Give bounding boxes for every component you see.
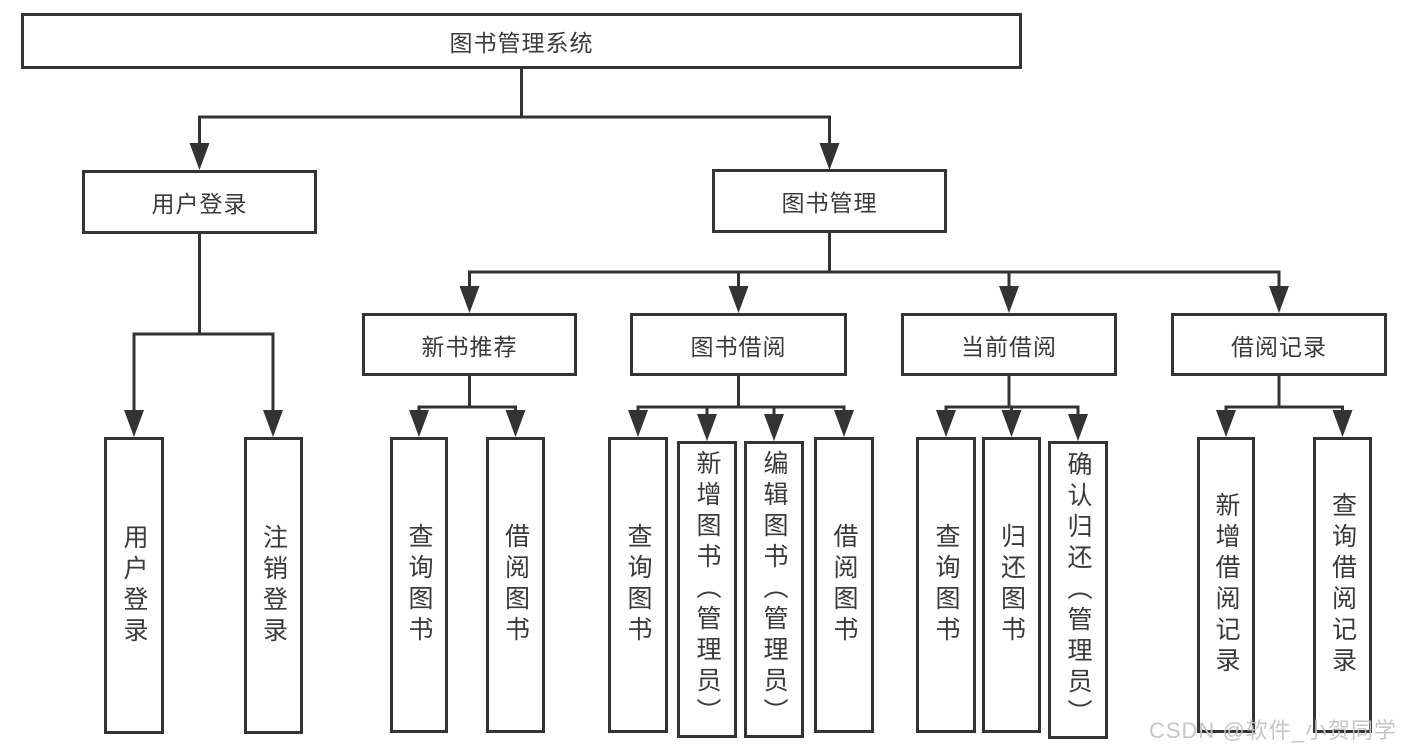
leaf-query-books-1-label: 查询图书 xyxy=(405,523,433,647)
connector-currentborrow-to-leaves xyxy=(944,376,1080,414)
connector-borrowrecord-to-leaves xyxy=(1224,376,1344,414)
leaf-add-borrow-record: 新增借阅记录 xyxy=(1197,437,1255,733)
arrowheads xyxy=(124,143,1353,441)
leaf-borrow-books-1-label: 借阅图书 xyxy=(501,523,530,647)
leaf-query-borrow-record-label: 查询借阅记录 xyxy=(1328,492,1357,678)
leaf-confirm-return-admin: 确认归还（管理员） xyxy=(1048,441,1108,739)
leaf-add-book-admin: 新增图书（管理员） xyxy=(677,441,737,738)
connector-bookborrow-to-leaves xyxy=(636,376,846,418)
leaf-query-books-2: 查询图书 xyxy=(608,437,668,733)
leaf-borrow-books-1: 借阅图书 xyxy=(486,437,545,733)
node-book-borrowing-label: 图书借阅 xyxy=(690,333,787,360)
leaf-user-login: 用户登录 xyxy=(104,437,164,734)
leaf-query-books-2-label: 查询图书 xyxy=(624,523,652,647)
node-root-label: 图书管理系统 xyxy=(449,30,594,56)
leaf-query-books-3-label: 查询图书 xyxy=(932,523,960,647)
leaf-edit-book-admin: 编辑图书（管理员） xyxy=(744,441,804,738)
node-user-login-module: 用户登录 xyxy=(82,170,317,234)
node-new-book-recommend-label: 新书推荐 xyxy=(421,333,518,360)
csdn-watermark: CSDN @软件_小贺同学 xyxy=(1148,718,1397,743)
node-user-login-label: 用户登录 xyxy=(151,191,248,217)
node-current-borrowing-label: 当前借阅 xyxy=(961,333,1057,360)
leaf-confirm-return-admin-label: 确认归还（管理员） xyxy=(1064,450,1092,730)
leaf-query-borrow-record: 查询借阅记录 xyxy=(1313,437,1372,733)
leaf-borrow-books-2-label: 借阅图书 xyxy=(830,523,858,647)
node-root-system: 图书管理系统 xyxy=(21,13,1022,69)
node-book-borrowing: 图书借阅 xyxy=(630,313,847,376)
node-borrowing-records: 借阅记录 xyxy=(1171,313,1387,376)
leaf-add-book-admin-label: 新增图书（管理员） xyxy=(693,450,721,729)
node-new-book-recommend: 新书推荐 xyxy=(362,313,577,376)
connector-newbookrec-to-leaves xyxy=(417,376,517,414)
node-current-borrowing: 当前借阅 xyxy=(901,313,1117,376)
leaf-add-borrow-record-label: 新增借阅记录 xyxy=(1212,492,1240,678)
leaf-borrow-books-2: 借阅图书 xyxy=(814,437,874,733)
leaf-query-books-1: 查询图书 xyxy=(390,437,448,733)
leaf-user-login-label: 用户登录 xyxy=(120,523,148,648)
leaf-edit-book-admin-label: 编辑图书（管理员） xyxy=(760,450,788,729)
node-book-management-module: 图书管理 xyxy=(712,169,947,233)
leaf-query-books-3: 查询图书 xyxy=(916,437,976,733)
node-borrowing-records-label: 借阅记录 xyxy=(1231,333,1327,360)
connector-userlogin-to-leaves xyxy=(132,234,275,413)
connector-root-to-level2 xyxy=(198,69,831,146)
connector-bookmgmt-to-level3 xyxy=(468,233,1281,289)
leaf-logout: 注销登录 xyxy=(244,437,303,734)
node-book-management-label: 图书管理 xyxy=(781,190,878,216)
leaf-return-books: 归还图书 xyxy=(982,437,1041,733)
leaf-logout-label: 注销登录 xyxy=(259,523,288,648)
leaf-return-books-label: 归还图书 xyxy=(997,523,1026,647)
